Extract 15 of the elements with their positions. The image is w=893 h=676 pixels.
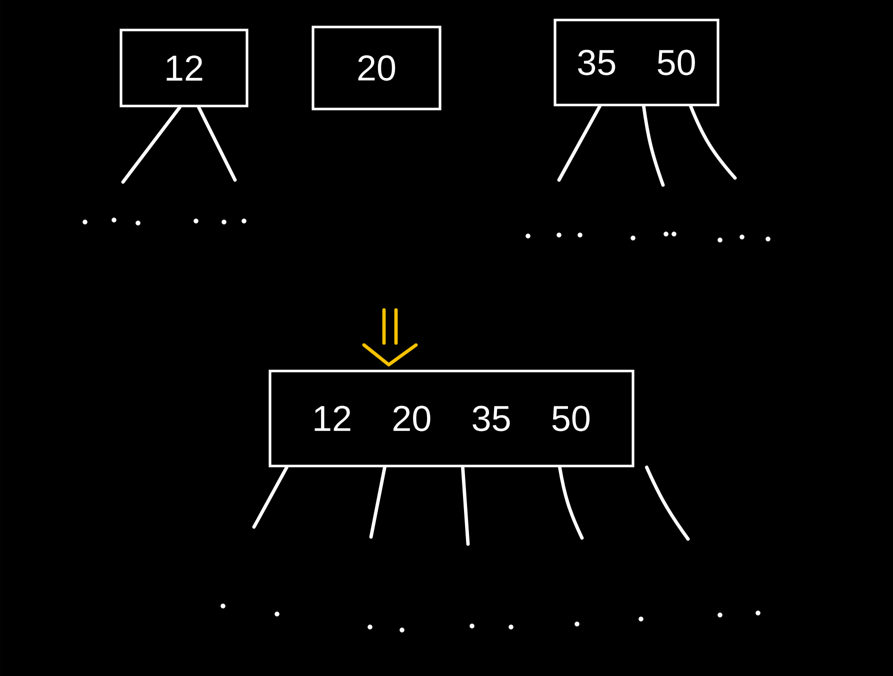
arrow — [362, 308, 418, 366]
branch-line — [121, 106, 182, 184]
branch-line — [197, 106, 237, 182]
branch-line — [642, 104, 665, 187]
tree-node-box: 35 50 — [554, 18, 720, 106]
tree-node-box: 12 — [120, 28, 248, 108]
branch-line — [689, 104, 737, 180]
branch-line — [461, 466, 470, 546]
branch-line — [369, 466, 386, 539]
branch-line — [252, 466, 288, 529]
branch-line — [557, 104, 602, 182]
branch-line — [645, 466, 690, 541]
tree-node-box: 12 20 35 50 — [268, 370, 634, 468]
tree-node-box: 20 — [312, 26, 442, 110]
branch-line — [558, 466, 584, 540]
